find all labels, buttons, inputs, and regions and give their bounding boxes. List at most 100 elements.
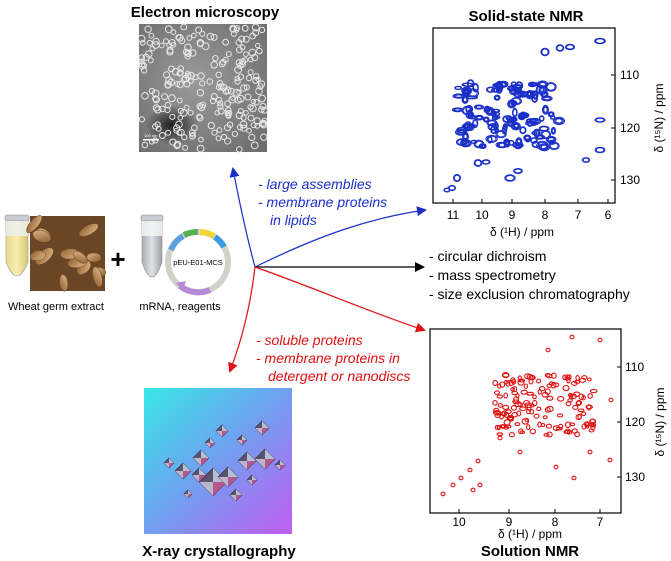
em-particle (209, 97, 217, 105)
em-particle (250, 122, 257, 129)
em-particle (234, 65, 243, 74)
em-particle (198, 136, 204, 143)
em-particle (258, 26, 266, 34)
ss-peak-contour (510, 97, 522, 106)
ss-peak-contour (556, 45, 564, 51)
ss-nmr-title: Solid-state NMR (468, 8, 583, 25)
ss-peak-contour (522, 113, 528, 118)
em-particle (154, 105, 162, 114)
sol-nmr-title: Solution NMR (481, 543, 579, 560)
ss-peak-contour (515, 137, 523, 147)
sol-peak (588, 428, 595, 433)
em-particle (189, 132, 196, 140)
reagents-label: mRNA, reagents (139, 301, 221, 313)
em-particle (195, 26, 203, 34)
ss-peak-contour (503, 138, 511, 147)
ss-peak-contour (469, 115, 476, 119)
ss-peak-contour (509, 116, 518, 123)
ss-peak-contour (484, 106, 491, 113)
ss-peak-contour (534, 130, 540, 136)
sol-peak (450, 482, 456, 488)
em-particle (231, 130, 238, 137)
em-particle (170, 42, 177, 48)
sol-peak (543, 433, 550, 437)
ss-peak-contour (475, 105, 482, 109)
wheat-grain (32, 229, 52, 243)
sol-xtick: 10 (452, 515, 466, 529)
sol-peak (529, 428, 537, 435)
ss-peak-contour (488, 123, 497, 131)
em-particle (147, 57, 154, 64)
em-particle (217, 103, 224, 110)
em-particle (252, 29, 260, 37)
crystal (217, 466, 239, 488)
ss-xtick: 6 (605, 208, 612, 222)
sol-peak (494, 390, 500, 395)
em-particle (192, 74, 199, 81)
ss-peak-contour (497, 84, 503, 90)
em-particle (196, 39, 205, 47)
em-particle (182, 144, 189, 151)
em-particle (250, 98, 257, 105)
sol-ytick: 120 (625, 415, 645, 429)
ss-xtick: 7 (575, 208, 582, 222)
reagent-tube (140, 214, 164, 278)
ss-peak-contour (513, 168, 523, 174)
sol-peak (577, 408, 585, 413)
em-particle (141, 141, 149, 149)
sol-peak (565, 401, 572, 407)
em-particle (237, 124, 244, 131)
ss-peak-contour (464, 123, 476, 129)
ss-peak-contour (595, 38, 605, 44)
sol-peak (458, 475, 464, 481)
ss-peak-contour (536, 85, 544, 94)
em-particle (247, 114, 255, 122)
ss-peak-contour (538, 143, 550, 152)
sol-peak (503, 392, 509, 399)
ss-peak-contour (552, 116, 566, 126)
sol-peak (467, 467, 473, 473)
em-particle (239, 44, 246, 51)
em-particle (183, 104, 190, 111)
wheat-grain (59, 274, 69, 292)
em-particle (261, 106, 268, 114)
em-particle (260, 133, 268, 141)
sol-peak (496, 432, 504, 436)
em-particle (189, 49, 197, 57)
em-particle (260, 121, 268, 129)
sol-peak (531, 400, 538, 407)
ss-peak-contour (495, 115, 500, 120)
ss-peak-contour (474, 140, 484, 148)
sol-peak (514, 422, 521, 427)
em-particle (224, 137, 232, 145)
em-particle (163, 71, 171, 79)
ss-peak-contour (595, 147, 605, 153)
em-particle (243, 110, 249, 116)
sol-peak (537, 421, 542, 428)
ss-peak-contour (494, 95, 500, 101)
em-particle (234, 78, 241, 85)
ss-peak-contour (505, 175, 515, 181)
crystal (229, 488, 243, 502)
em-particle (242, 35, 250, 43)
sol-peak (577, 413, 582, 420)
em-particle (168, 94, 176, 103)
em-particle (139, 39, 146, 46)
ss-peak-contour (551, 128, 556, 134)
em-particle (164, 101, 172, 109)
em-particle (176, 80, 184, 89)
em-particle (256, 47, 263, 55)
em-particle (211, 129, 218, 136)
crystal (192, 449, 210, 467)
ss-ytick: 110 (620, 68, 639, 82)
ss-peak-contour (555, 118, 563, 124)
ss-peak-contour (542, 105, 549, 114)
em-particle (259, 120, 267, 128)
ss-peak-contour (526, 121, 537, 126)
sol-peak (608, 397, 614, 403)
red-note-2: - membrane proteins in (256, 350, 400, 366)
em-particle (176, 97, 183, 104)
sol-peak (569, 334, 575, 340)
crystal (254, 448, 276, 470)
ss-peak-contour (538, 125, 550, 132)
